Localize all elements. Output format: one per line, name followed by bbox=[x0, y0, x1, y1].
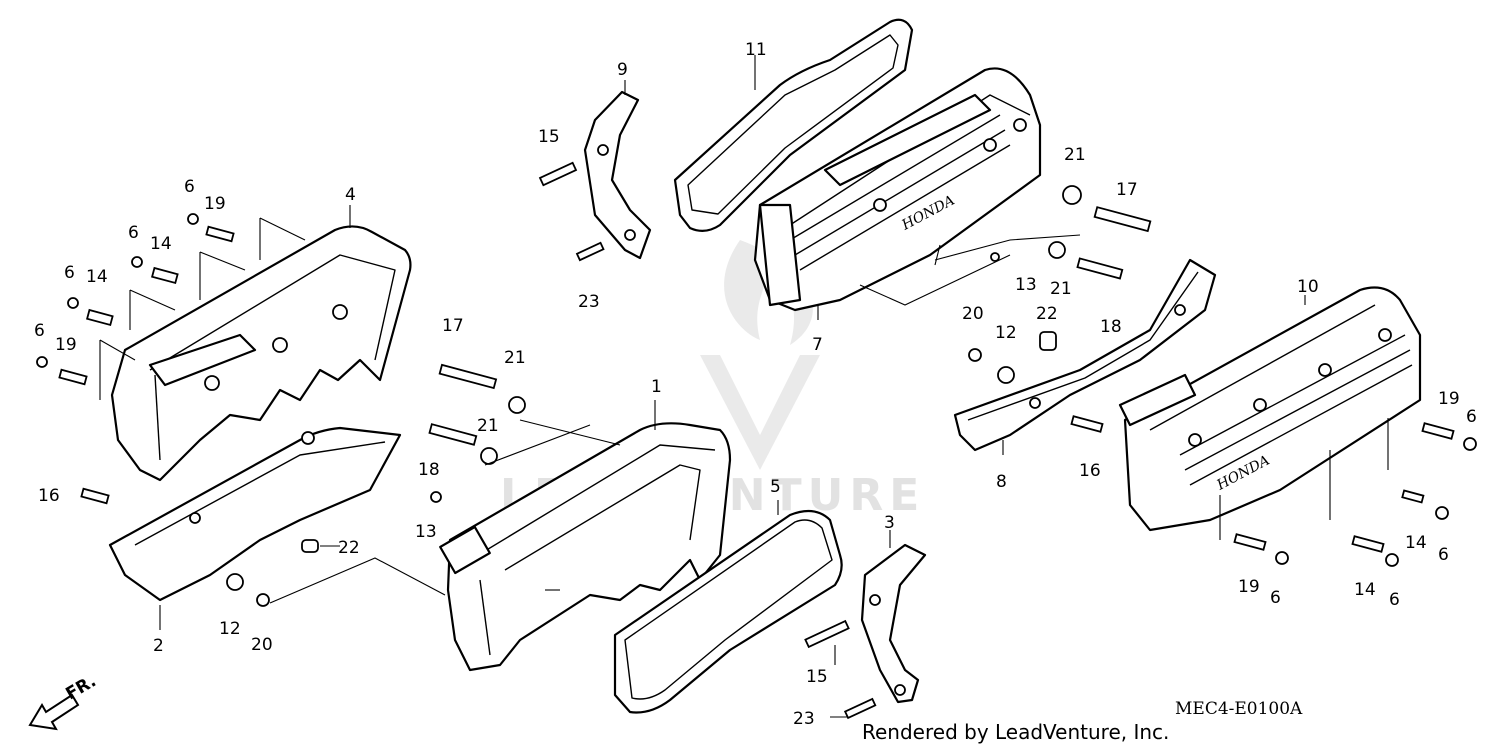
diagram-code: MEC4-E0100A bbox=[1175, 699, 1303, 719]
callout-22: 22 bbox=[1036, 304, 1058, 324]
part-5-gasket bbox=[613, 509, 843, 714]
callout-6: 6 bbox=[184, 177, 195, 197]
callout-1: 1 bbox=[651, 377, 662, 397]
callout-21: 21 bbox=[1064, 145, 1086, 165]
callout-3: 3 bbox=[884, 513, 895, 533]
callout-12: 12 bbox=[995, 323, 1017, 343]
callout-18: 18 bbox=[418, 460, 440, 480]
part-2-guard-left bbox=[108, 426, 402, 602]
callout-14: 14 bbox=[86, 267, 108, 287]
callout-2: 2 bbox=[153, 636, 164, 656]
callout-6: 6 bbox=[1389, 590, 1400, 610]
callout-14: 14 bbox=[1354, 580, 1376, 600]
callout-23: 23 bbox=[578, 292, 600, 312]
callout-6: 6 bbox=[1466, 407, 1477, 427]
callout-4: 4 bbox=[345, 185, 356, 205]
callout-22: 22 bbox=[338, 538, 360, 558]
callout-16: 16 bbox=[38, 486, 60, 506]
callout-19: 19 bbox=[204, 194, 226, 214]
callout-6: 6 bbox=[34, 321, 45, 341]
callout-6: 6 bbox=[64, 263, 75, 283]
part-1-cover-center bbox=[439, 422, 732, 672]
part-3-bracket bbox=[860, 543, 927, 704]
callout-20: 20 bbox=[962, 304, 984, 324]
callout-21: 21 bbox=[477, 416, 499, 436]
callout-15: 15 bbox=[538, 127, 560, 147]
callout-17: 17 bbox=[1116, 180, 1138, 200]
part-11-gasket bbox=[673, 18, 914, 232]
part-10-cover-right: HONDA bbox=[1118, 286, 1422, 532]
front-direction-indicator: FR. bbox=[28, 671, 100, 731]
callout-11: 11 bbox=[745, 40, 767, 60]
hardware bbox=[36, 161, 1477, 720]
part-9-bracket bbox=[583, 90, 652, 260]
front-arrow-icon bbox=[28, 693, 80, 731]
callout-6: 6 bbox=[128, 223, 139, 243]
callout-14: 14 bbox=[1405, 533, 1427, 553]
callout-16: 16 bbox=[1079, 461, 1101, 481]
callout-9: 9 bbox=[617, 60, 628, 80]
callout-14: 14 bbox=[150, 234, 172, 254]
callout-7: 7 bbox=[812, 335, 823, 355]
callout-6: 6 bbox=[1270, 588, 1281, 608]
part-7-cover-center-upper: HONDA bbox=[753, 67, 1042, 312]
callout-5: 5 bbox=[770, 477, 781, 497]
render-credit: Rendered by LeadVenture, Inc. bbox=[862, 720, 1169, 744]
callout-6: 6 bbox=[1438, 545, 1449, 565]
callout-18: 18 bbox=[1100, 317, 1122, 337]
callouts: 1 2 3 4 5 6 6 6 6 6 6 6 6 7 8 9 10 11 12… bbox=[34, 40, 1477, 729]
callout-20: 20 bbox=[251, 635, 273, 655]
callout-13: 13 bbox=[415, 522, 437, 542]
callout-13: 13 bbox=[1015, 275, 1037, 295]
callout-21: 21 bbox=[504, 348, 526, 368]
callout-17: 17 bbox=[442, 316, 464, 336]
callout-23: 23 bbox=[793, 709, 815, 729]
part-8-guard-right bbox=[953, 258, 1217, 452]
callout-12: 12 bbox=[219, 619, 241, 639]
leader-lines bbox=[99, 55, 1389, 718]
callout-15: 15 bbox=[806, 667, 828, 687]
callout-19: 19 bbox=[1438, 389, 1460, 409]
callout-19: 19 bbox=[1238, 577, 1260, 597]
part-4-cover-left bbox=[110, 225, 412, 482]
callout-8: 8 bbox=[996, 472, 1007, 492]
callout-19: 19 bbox=[55, 335, 77, 355]
callout-10: 10 bbox=[1297, 277, 1319, 297]
callout-21: 21 bbox=[1050, 279, 1072, 299]
